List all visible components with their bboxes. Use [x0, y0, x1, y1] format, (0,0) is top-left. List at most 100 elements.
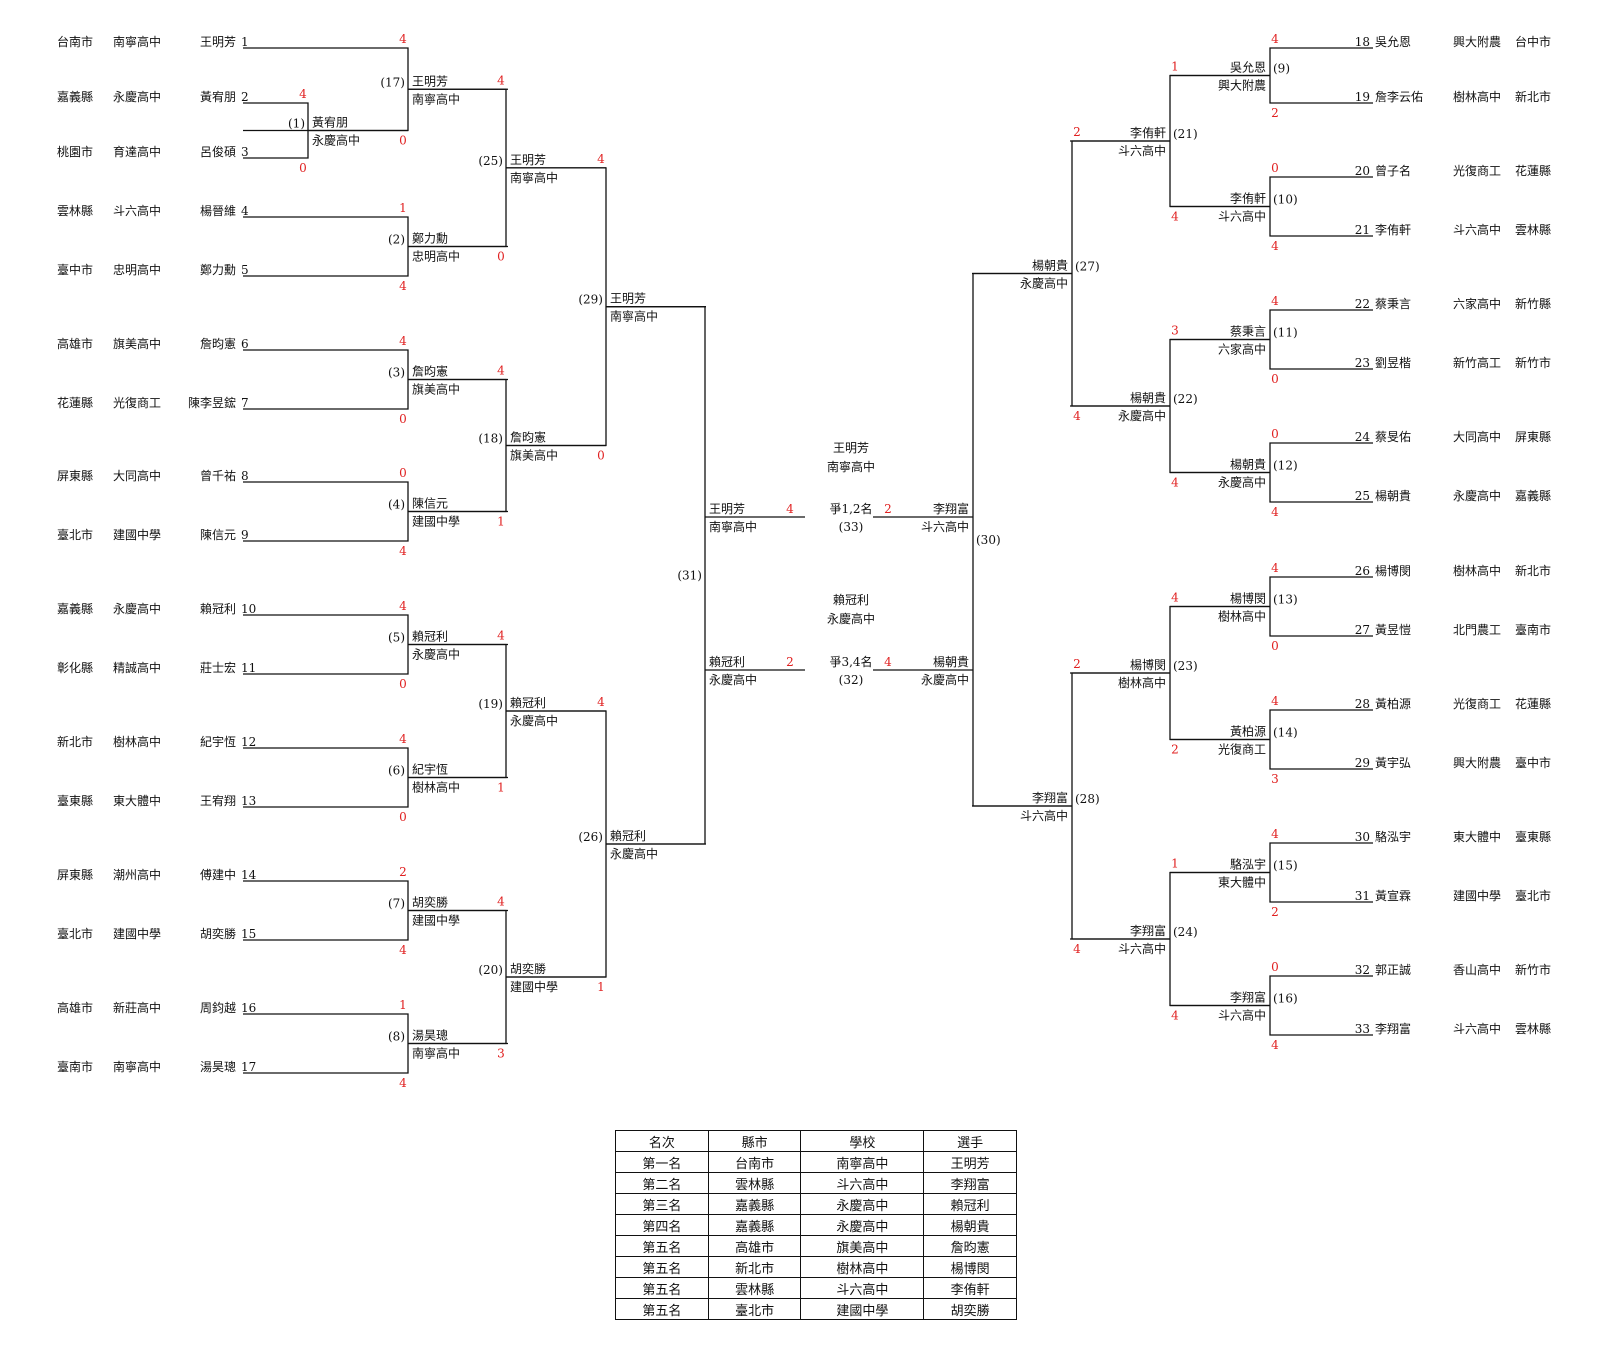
match-score-bottom: 4 [1171, 1009, 1179, 1023]
player-county: 臺南市 [57, 1059, 93, 1074]
player-seed: 14 [241, 868, 257, 882]
player-school: 永慶高中 [113, 601, 161, 616]
winner-school: 樹林高中 [412, 780, 460, 795]
winner-name: 黃柏源 [1230, 724, 1266, 739]
ranking-row: 第五名雲林縣斗六高中李侑軒 [615, 1277, 1017, 1299]
player-seed: 13 [241, 794, 256, 808]
player-school: 永慶高中 [1453, 488, 1501, 503]
match-line-m22 [1169, 338, 1270, 474]
match-score-top: 4 [1271, 32, 1279, 46]
match-score-top: 0 [1271, 960, 1279, 974]
winner-name: 鄭力勳 [412, 231, 448, 246]
ranking-county: 嘉義縣 [707, 1193, 802, 1215]
match-score-top: 4 [497, 629, 505, 643]
player-name: 詹昀憲 [200, 336, 236, 351]
ranking-header-school: 學校 [800, 1130, 925, 1152]
winner-school: 永慶高中 [510, 713, 558, 728]
match-line-m25 [408, 88, 507, 248]
match-score-bottom: 3 [497, 1047, 505, 1061]
ranking-school: 永慶高中 [800, 1193, 925, 1215]
winner-name: 賴冠利 [610, 828, 646, 843]
match-number: (19) [478, 697, 503, 711]
match-line-m4 [243, 481, 409, 542]
winner-school: 永慶高中 [412, 647, 460, 662]
match-number: (27) [1075, 260, 1100, 274]
ranking-player: 王明芳 [923, 1151, 1017, 1173]
third-place-name: 賴冠利 [833, 592, 869, 607]
match-score-top: 4 [497, 364, 505, 378]
semi-bottom-score: 2 [786, 655, 794, 669]
ranking-school: 旗美高中 [800, 1235, 925, 1257]
semi-top-score: 4 [786, 502, 794, 516]
player-county: 屏東縣 [57, 868, 93, 882]
match-score-bottom: 0 [399, 677, 407, 691]
player-name: 呂俊碩 [200, 144, 236, 159]
player-seed: 24 [1355, 430, 1371, 444]
winner-school: 斗六高中 [1218, 1008, 1266, 1023]
match-score-bottom: 4 [1271, 1038, 1279, 1052]
ranking-row: 第五名新北市樹林高中楊博閔 [615, 1256, 1017, 1278]
player-seed: 3 [241, 145, 249, 159]
player-seed: 33 [1355, 1022, 1370, 1036]
match-score-bottom: 0 [1271, 639, 1279, 653]
winner-name: 李翔富 [1230, 990, 1266, 1005]
match-number: (14) [1273, 726, 1298, 740]
match-line-m6 [243, 747, 409, 808]
player-name: 黃宇弘 [1375, 756, 1411, 770]
player-county: 花蓮縣 [1515, 696, 1551, 711]
player-county: 臺南市 [1515, 622, 1551, 637]
player-county: 新北市 [57, 734, 93, 749]
player-name: 楊晉維 [200, 203, 236, 218]
winner-school: 南寧高中 [412, 1046, 460, 1061]
player-county: 台中市 [1515, 34, 1551, 49]
player-name: 李侑軒 [1375, 222, 1411, 237]
ranking-county: 雲林縣 [707, 1277, 802, 1299]
player-name: 曾千祐 [200, 469, 236, 483]
player-school: 光復商工 [1453, 696, 1501, 711]
player-seed: 27 [1355, 623, 1370, 637]
match-number: (3) [388, 366, 405, 380]
winner-name: 胡奕勝 [412, 895, 448, 910]
match-line-m7 [243, 880, 409, 941]
player-county: 高雄市 [57, 1000, 93, 1015]
ranking-row: 第二名雲林縣斗六高中李翔富 [615, 1172, 1017, 1194]
ranking-player: 胡奕勝 [923, 1298, 1017, 1320]
match-number: (2) [388, 233, 405, 247]
player-seed: 7 [241, 396, 249, 410]
winner-school: 樹林高中 [1218, 609, 1266, 624]
match-score-top: 2 [1073, 657, 1081, 671]
player-name: 陳信元 [200, 528, 236, 542]
player-county: 新竹市 [1515, 355, 1551, 370]
player-seed: 4 [241, 204, 249, 218]
player-county: 嘉義縣 [1515, 488, 1551, 503]
ranking-school: 斗六高中 [800, 1277, 925, 1299]
match-number: (23) [1173, 659, 1198, 673]
winner-name: 李翔富 [1130, 923, 1166, 938]
semi-bottom-school: 永慶高中 [709, 672, 757, 687]
player-school: 建國中學 [1453, 888, 1501, 903]
match-score-bottom: 0 [597, 449, 605, 463]
player-county: 新北市 [1515, 563, 1551, 578]
winner-name: 王明芳 [610, 292, 646, 306]
player-seed: 22 [1355, 297, 1370, 311]
player-school: 樹林高中 [113, 734, 161, 749]
winner-school: 永慶高中 [312, 133, 360, 148]
match-score-top: 4 [399, 334, 407, 348]
player-seed: 25 [1355, 489, 1370, 503]
player-name: 黃柏源 [1375, 696, 1411, 711]
winner-school: 南寧高中 [610, 309, 658, 324]
player-seed: 26 [1355, 564, 1370, 578]
player-school: 育達高中 [113, 144, 161, 159]
winner-school: 東大體中 [1218, 875, 1266, 890]
player-seed: 6 [241, 337, 249, 351]
match-score-top: 3 [1171, 324, 1179, 338]
match-score-bottom: 3 [1271, 772, 1279, 786]
player-name: 紀宇恆 [200, 735, 236, 749]
player-school: 新竹高工 [1453, 355, 1501, 370]
winner-name: 湯昊璁 [412, 1028, 448, 1043]
match-score-bottom: 2 [1271, 106, 1279, 120]
match-score-top: 4 [1271, 561, 1279, 575]
match-number: (15) [1273, 859, 1298, 873]
player-school: 建國中學 [113, 527, 161, 542]
